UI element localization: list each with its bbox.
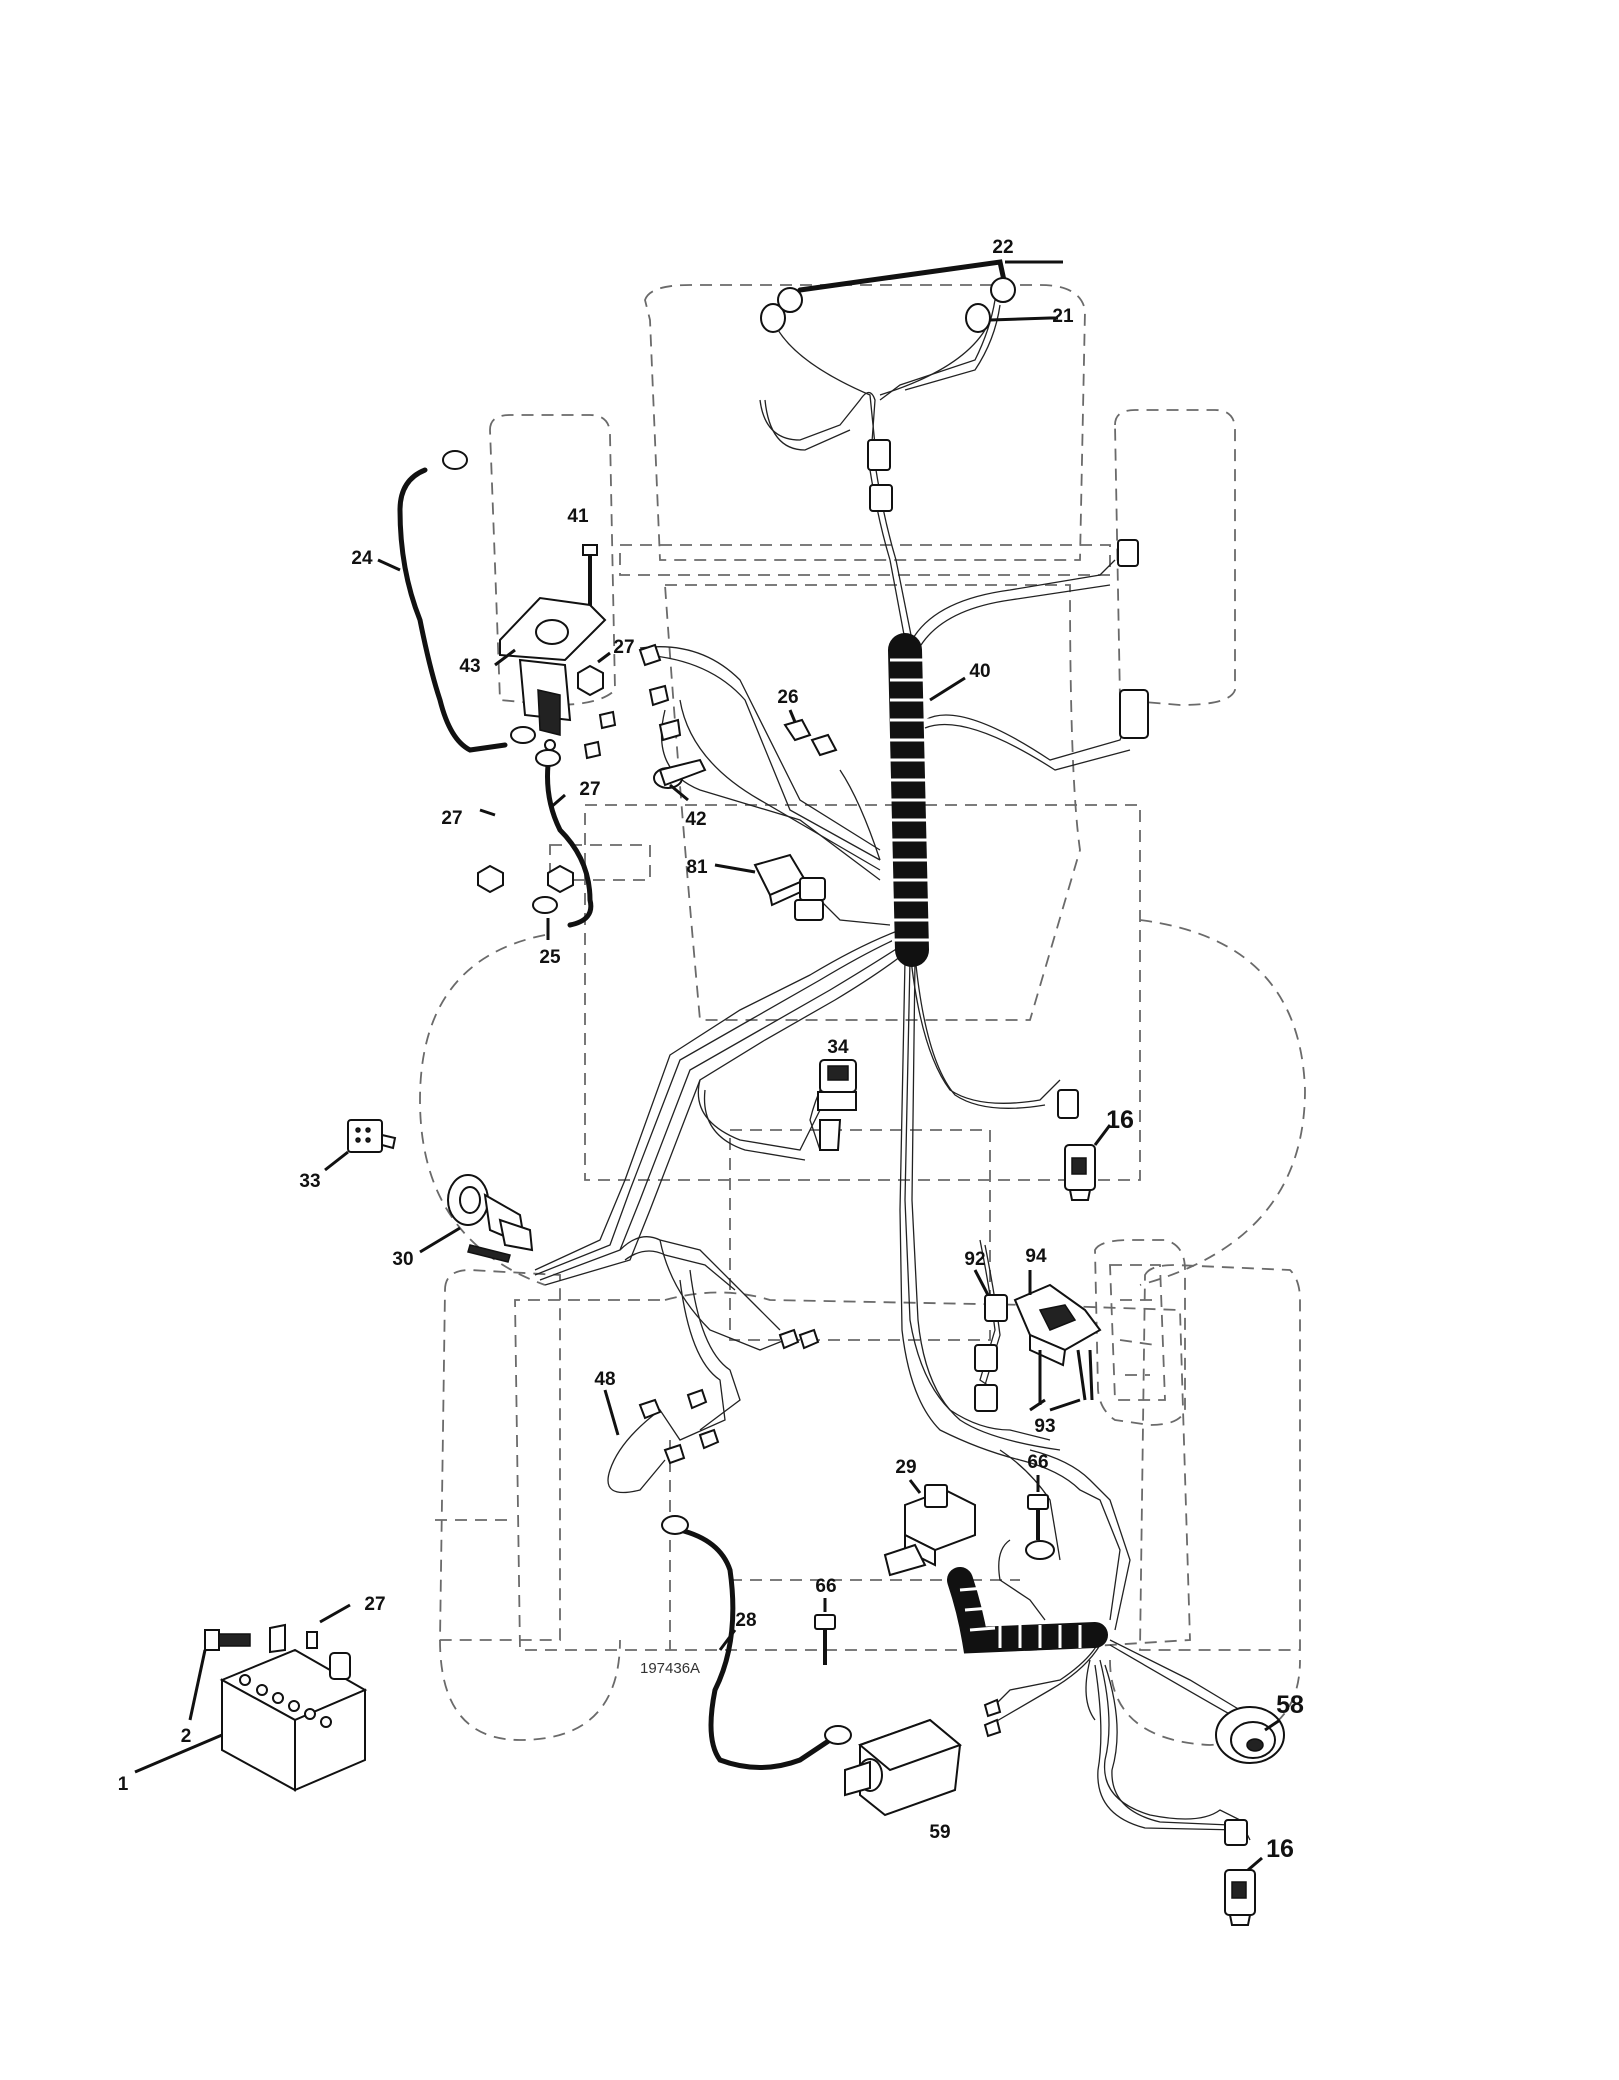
ring-terminal-24 bbox=[442, 450, 468, 470]
headlight-left bbox=[760, 287, 803, 333]
callout-33: 33 bbox=[299, 1171, 320, 1192]
callout-29: 29 bbox=[895, 1457, 916, 1478]
callout-66b: 66 bbox=[815, 1576, 836, 1597]
callout-66a: 66 bbox=[1027, 1452, 1048, 1473]
cable-24 bbox=[397, 467, 508, 753]
nut-27a bbox=[577, 664, 604, 697]
harness-wires bbox=[534, 299, 1251, 1841]
bolt-2 bbox=[204, 1623, 318, 1654]
ignition-switch-30 bbox=[447, 1174, 534, 1263]
callout-27b: 27 bbox=[579, 779, 600, 800]
switch-29 bbox=[883, 1484, 976, 1577]
callout-94: 94 bbox=[1025, 1246, 1047, 1267]
alarm-58 bbox=[1215, 1706, 1285, 1764]
callout-48: 48 bbox=[594, 1369, 615, 1390]
spiral-conduit bbox=[888, 633, 1108, 1654]
ignition-key-33 bbox=[347, 1119, 397, 1153]
callout-24: 24 bbox=[351, 548, 373, 569]
callout-16a: 16 bbox=[1106, 1106, 1134, 1134]
callout-93: 93 bbox=[1034, 1416, 1055, 1437]
nut-27b bbox=[477, 864, 504, 894]
drawing-number: 197436A bbox=[640, 1660, 700, 1677]
relay-81 bbox=[753, 853, 826, 921]
callout-42: 42 bbox=[685, 809, 706, 830]
callout-43: 43 bbox=[459, 656, 480, 677]
callout-40: 40 bbox=[969, 661, 990, 682]
callout-41: 41 bbox=[567, 506, 589, 527]
cable-25 bbox=[545, 762, 594, 928]
module-94 bbox=[1013, 1283, 1102, 1367]
solenoid-43 bbox=[499, 596, 607, 751]
callout-27c: 27 bbox=[441, 808, 462, 829]
connector-16b bbox=[1224, 1869, 1256, 1926]
leader-lines bbox=[134, 260, 1281, 1872]
ring-terminal-28b bbox=[824, 1725, 852, 1745]
cable-28 bbox=[677, 1527, 833, 1770]
callout-16b: 16 bbox=[1266, 1835, 1294, 1863]
module-59 bbox=[844, 1718, 962, 1817]
callout-30: 30 bbox=[392, 1249, 413, 1270]
battery-1 bbox=[219, 1648, 368, 1792]
screw-66b bbox=[814, 1614, 836, 1665]
callout-27d: 27 bbox=[364, 1594, 385, 1615]
callout-21: 21 bbox=[1052, 306, 1074, 327]
callout-28: 28 bbox=[735, 1610, 756, 1631]
callout-27a: 27 bbox=[613, 637, 634, 658]
switch-34 bbox=[817, 1059, 857, 1151]
connector-16a bbox=[1064, 1144, 1096, 1201]
chassis-outline bbox=[419, 284, 1306, 1746]
callout-1: 1 bbox=[118, 1774, 129, 1795]
headlight-right bbox=[965, 277, 1016, 333]
components bbox=[204, 277, 1285, 1926]
callout-22: 22 bbox=[992, 237, 1013, 258]
callout-58: 58 bbox=[1276, 1691, 1304, 1719]
callout-26: 26 bbox=[777, 687, 798, 708]
nut-27c bbox=[547, 864, 574, 894]
callout-34: 34 bbox=[827, 1037, 849, 1058]
ring-terminal-28a bbox=[661, 1515, 689, 1535]
harness-21 bbox=[988, 316, 1052, 322]
connector-16a-plug bbox=[1057, 1089, 1079, 1119]
callout-2: 2 bbox=[181, 1726, 192, 1747]
callout-92: 92 bbox=[964, 1249, 985, 1270]
callout-81: 81 bbox=[686, 857, 708, 878]
callout-59: 59 bbox=[929, 1822, 950, 1843]
callout-labels: 22 21 41 24 43 27 26 40 27 27 42 81 25 3… bbox=[118, 237, 1304, 1863]
bolt-41 bbox=[582, 544, 598, 610]
screw-66a bbox=[1025, 1494, 1055, 1560]
callout-25: 25 bbox=[539, 947, 561, 968]
